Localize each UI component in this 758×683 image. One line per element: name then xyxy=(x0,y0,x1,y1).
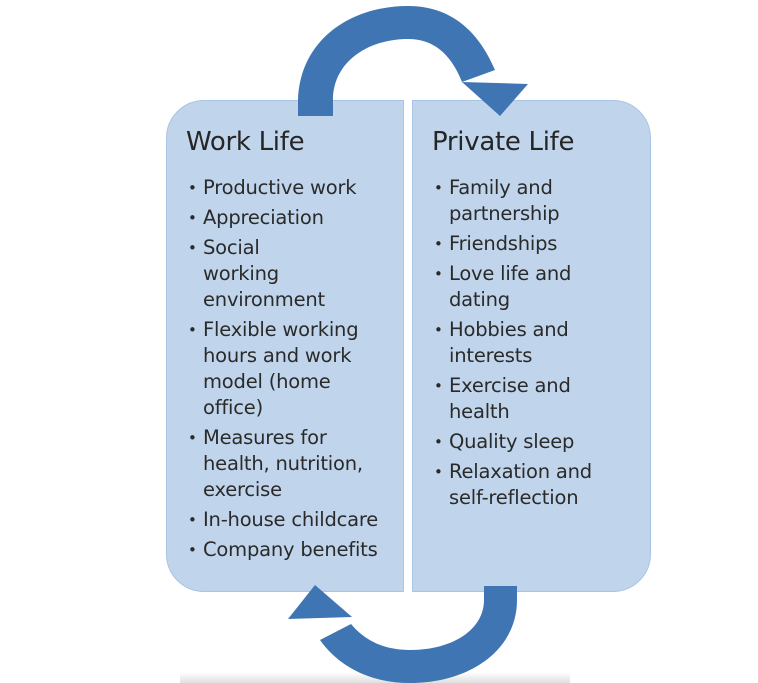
private-life-box: Private Life Family and partnership Frie… xyxy=(412,100,651,592)
private-life-item: Love life and dating xyxy=(432,261,574,313)
private-life-item: Friendships xyxy=(432,231,644,257)
private-life-list: Family and partnership Friendships Love … xyxy=(432,175,644,515)
bottom-cycle-arrow-icon xyxy=(288,585,517,683)
work-life-item: Appreciation xyxy=(186,205,397,231)
work-life-item: Company benefits xyxy=(186,537,397,563)
private-life-title: Private Life xyxy=(432,127,575,157)
private-life-item: Exercise and health xyxy=(432,373,574,425)
work-life-box: Work Life Productive work Appreciation S… xyxy=(166,100,404,592)
work-life-list: Productive work Appreciation Social work… xyxy=(186,175,397,567)
work-life-item: In-house childcare xyxy=(186,507,397,533)
work-life-item: Productive work xyxy=(186,175,397,201)
work-life-item: Measures for health, nutrition, exercise xyxy=(186,425,383,503)
private-life-item: Quality sleep xyxy=(432,429,644,455)
work-life-item: Flexible working hours and work model (h… xyxy=(186,317,368,421)
private-life-item: Relaxation and self-reflection xyxy=(432,459,599,511)
private-life-item: Hobbies and interests xyxy=(432,317,574,369)
private-life-item: Family and partnership xyxy=(432,175,569,227)
work-life-title: Work Life xyxy=(186,127,305,157)
bottom-shadow xyxy=(180,672,570,683)
work-life-item: Social working environment xyxy=(186,235,333,313)
